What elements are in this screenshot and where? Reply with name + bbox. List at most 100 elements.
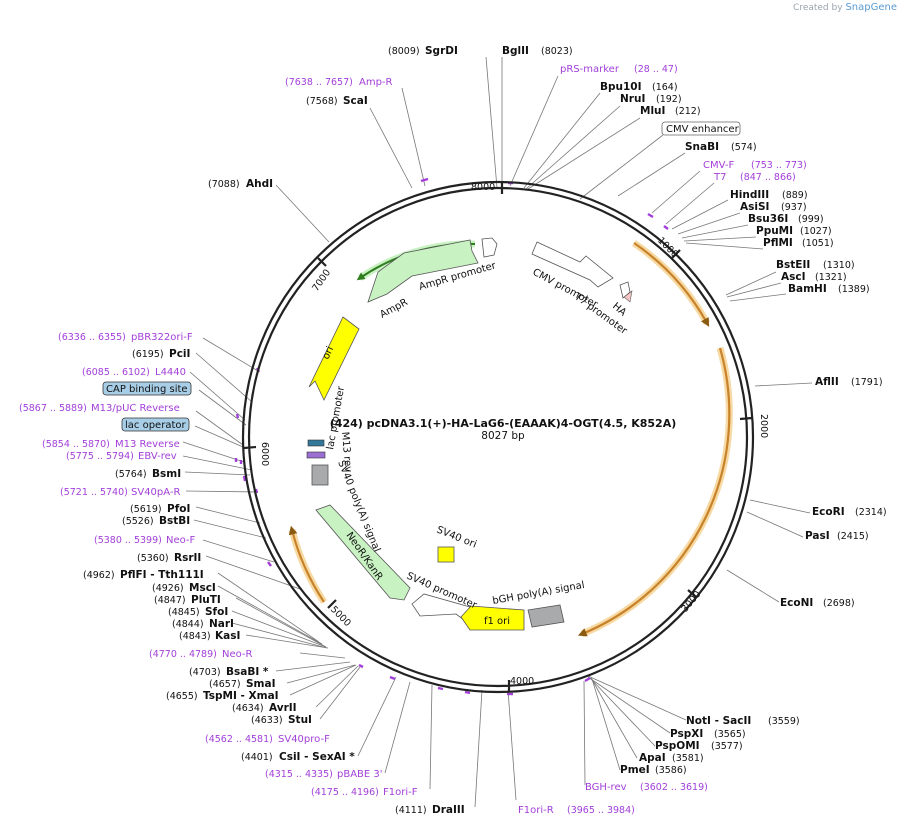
mlui-pos: (212) — [675, 106, 701, 117]
bamhi-pos: (1389) — [838, 284, 870, 295]
rsrii-name: RsrII — [174, 552, 201, 564]
prs-marker-range: (28 .. 47) — [634, 64, 678, 75]
bpu10i-pos: (164) — [652, 82, 678, 93]
nrui-pos: (192) — [656, 94, 682, 105]
nari-pos: (4844) — [172, 619, 204, 630]
tick-label-8000: 8000 — [471, 182, 495, 193]
m13-reverse-range: (5854 .. 5870) — [42, 439, 110, 450]
tick-marks — [243, 182, 753, 692]
amp-r-name: Amp-R — [359, 77, 393, 88]
pbabe-range: (4315 .. 4335) — [265, 769, 333, 780]
msci-pos: (4926) — [152, 583, 184, 594]
pbr322ori-f-range: (6336 .. 6355) — [58, 332, 126, 343]
pflmi-pos: (1051) — [802, 238, 834, 249]
bpu10i-name: Bpu10I — [600, 81, 642, 93]
smai-name: SmaI — [246, 678, 276, 690]
pcii-pos: (6195) — [132, 349, 164, 360]
bstbi-pos: (5526) — [122, 516, 154, 527]
ampr-arrow — [367, 239, 479, 303]
bglii-pos: (8023) — [541, 46, 573, 57]
kasi-pos: (4843) — [179, 631, 211, 642]
f1-ori-label: f1 ori — [484, 616, 510, 627]
tick-label-5000: 5000 — [328, 604, 353, 629]
stui-pos: (4633) — [251, 715, 283, 726]
lac-operator-label: lac operator — [125, 420, 186, 431]
econi-pos: (2698) — [823, 598, 855, 609]
csii-pos: (4401) — [241, 752, 273, 763]
bgh-polya-box — [527, 604, 565, 628]
ebv-rev-name: EBV-rev — [138, 451, 177, 462]
cap-site-label: CAP binding site — [106, 384, 188, 395]
cap-site-box — [307, 439, 325, 447]
t7-range: (847 .. 866) — [740, 172, 796, 183]
cmv-enhancer-label: CMV enhancer — [666, 124, 740, 135]
cmv-enhancer-box — [661, 121, 741, 136]
smai-pos: (4657) — [209, 679, 241, 690]
csii-name: CsiI - SexAI * — [279, 751, 355, 763]
sv40-polya-box — [311, 464, 329, 486]
apai-pos: (3581) — [672, 753, 704, 764]
neor-arrow — [315, 504, 411, 601]
pfoi-pos: (5619) — [130, 504, 162, 515]
sgrdi-name: SgrDI — [425, 45, 458, 57]
credit-prefix: Created by — [793, 3, 843, 13]
credit-brand: SnapGene — [845, 2, 897, 13]
pmei-pos: (3586) — [655, 765, 687, 776]
sgrdi-pos: (8009) — [388, 46, 420, 57]
f1ori-f-range: (4175 .. 4196) — [311, 787, 379, 798]
draiii-name: DraIII — [432, 804, 465, 816]
bsabi-pos: (4703) — [189, 667, 221, 678]
tick-label-6000: 6000 — [259, 442, 270, 466]
orf-arrows — [288, 240, 733, 638]
neo-r-name: Neo-R — [222, 649, 253, 660]
pflfi-pos: (4962) — [83, 570, 115, 581]
ecori-pos: (2314) — [855, 507, 887, 518]
ampr-promoter-arrow — [481, 237, 498, 258]
bsabi-name: BsaBI * — [226, 666, 269, 678]
feature-labels: CMV promoter T7 promoter HA AmpR AmpR pr… — [321, 260, 630, 627]
ampr-label: AmpR — [378, 297, 410, 321]
prs-marker-name: pRS-marker — [560, 64, 620, 75]
pfoi-name: PfoI — [167, 503, 190, 515]
sites-right: HindIII (889) AsiSI (937) Bsu36I (999) P… — [730, 189, 887, 609]
pbr322ori-f-name: pBR322ori-F — [131, 332, 193, 343]
bsteii-name: BstEII — [776, 259, 810, 271]
draiii-pos: (4111) — [395, 805, 427, 816]
lac-operator-box — [306, 451, 326, 459]
econi-name: EcoNI — [780, 597, 813, 609]
aflii-pos: (1791) — [851, 377, 883, 388]
pspxi-pos: (3565) — [714, 729, 746, 740]
neo-f-range: (5380 .. 5399) — [94, 535, 162, 546]
cmv-f-name: CMV-F — [703, 160, 734, 171]
pluti-pos: (4847) — [154, 595, 186, 606]
ha-tag — [623, 290, 633, 303]
pasi-pos: (2415) — [837, 531, 869, 542]
f1ori-r-name: F1ori-R — [518, 805, 554, 816]
lac-operator-label-box — [121, 417, 190, 432]
apai-name: ApaI — [639, 752, 666, 764]
mlui-name: MluI — [640, 105, 665, 117]
nari-name: NarI — [209, 618, 234, 630]
noti-sacii-pos: (3559) — [768, 716, 800, 727]
bgh-rev-name: BGH-rev — [585, 782, 627, 793]
amp-r-range: (7638 .. 7657) — [285, 77, 353, 88]
bsu36i-name: Bsu36I — [748, 213, 788, 225]
pspomi-pos: (3577) — [711, 741, 743, 752]
tick-label-4000: 4000 — [510, 676, 534, 687]
sites-left: (4843) KasI (4844) NarI (4845) SfoI (484… — [19, 332, 240, 642]
snabi-name: SnaBI — [685, 141, 719, 153]
scai-name: ScaI — [343, 95, 368, 107]
m13-rev-label: M13 rev — [339, 431, 353, 472]
pasi-name: PasI — [805, 530, 830, 542]
neo-r-range: (4770 .. 4789) — [149, 649, 217, 660]
tick-label-2000: 2000 — [758, 414, 769, 438]
asci-pos: (1321) — [815, 272, 847, 283]
ahdi-name: AhdI — [246, 178, 273, 190]
msci-name: MscI — [189, 582, 216, 594]
backbone — [241, 180, 755, 694]
noti-sacii-name: NotI - SacII — [686, 715, 751, 727]
kasi-name: KasI — [215, 630, 240, 642]
pluti-name: PluTI — [191, 594, 221, 606]
bglii-name: BglII — [502, 45, 529, 57]
